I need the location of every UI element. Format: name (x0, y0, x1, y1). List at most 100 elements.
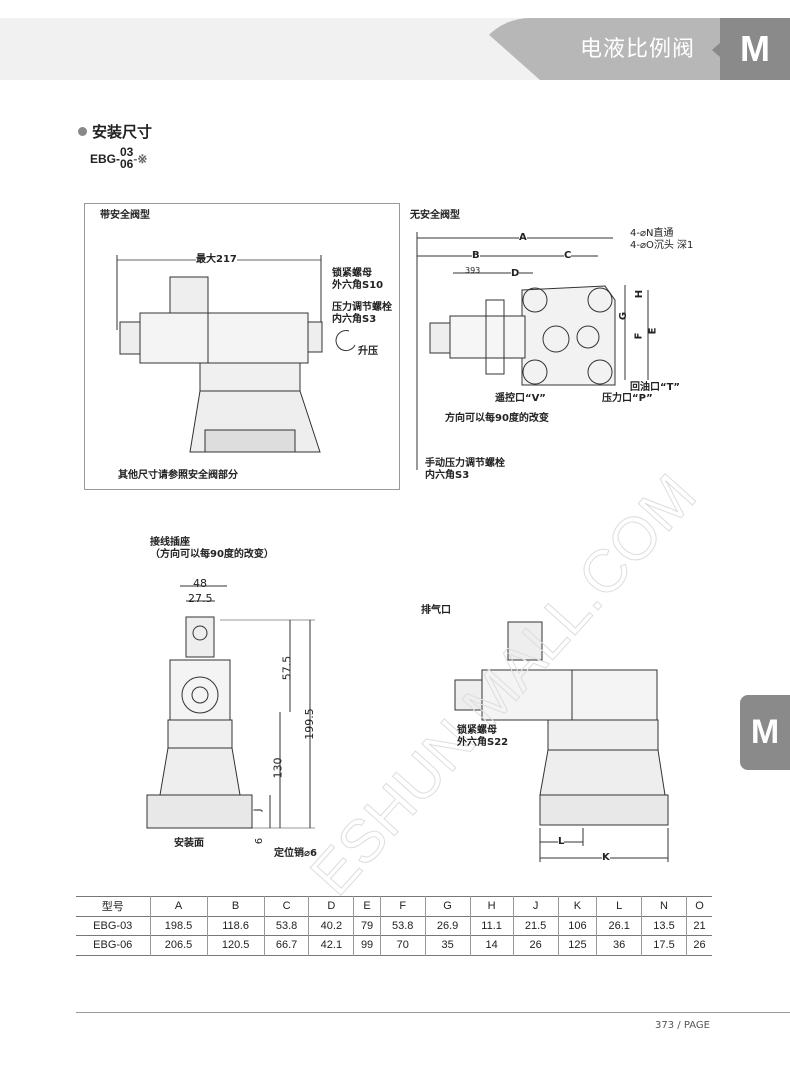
left-view-note: 其他尺寸请参照安全阀部分 (118, 470, 238, 481)
table-cell: 40.2 (308, 916, 354, 936)
table-cell: 79 (353, 916, 381, 936)
adj-bolt-line1: 压力调节螺栓 (332, 302, 392, 313)
table-header-cell: A (149, 896, 208, 916)
connector-label: 接线插座（方向可以每90度的改变） (150, 537, 274, 561)
dim-57-5: 57.5 (280, 655, 294, 681)
table-cell: 99 (353, 935, 381, 955)
side-lock-nut-line2: 外六角S22 (457, 737, 509, 748)
section-letter: M (720, 18, 790, 80)
table-header-cell: H (469, 896, 514, 916)
port-T-label: 回油口“T” (630, 382, 680, 393)
model-top: 03 (120, 145, 134, 159)
table-cell: 11.1 (469, 916, 514, 936)
manual-line2: 内六角S3 (425, 470, 470, 481)
right-view-title: 无安全阀型 (410, 210, 460, 221)
left-view-frame (84, 203, 400, 490)
table-cell: 206.5 (149, 935, 208, 955)
dim-B: B (472, 250, 480, 262)
model-prefix: EBG- (90, 152, 120, 166)
dim-6: 6 (254, 837, 266, 845)
table-cell: EBG-03 (93, 919, 133, 932)
table-header-cell: O (685, 896, 712, 916)
dim-G: G (618, 311, 630, 321)
table-header-cell: J (512, 896, 559, 916)
table-header-cell: L (596, 896, 642, 916)
table-cell: 198.5 (149, 916, 208, 936)
table-cell: 118.6 (206, 916, 265, 936)
table-header-cell: N (641, 896, 687, 916)
dim-130: 130 (271, 757, 285, 779)
table-header-cell: C (263, 896, 309, 916)
table-header-cell: B (206, 896, 265, 916)
table-cell: 53.8 (379, 916, 426, 936)
connector-line1: 接线插座 (150, 537, 190, 548)
table-header-cell: F (379, 896, 426, 916)
table-cell: 26 (685, 935, 712, 955)
dim-max-length: 最大217 (196, 254, 237, 266)
model-bottom: 06 (120, 157, 134, 171)
table-cell: 14 (469, 935, 514, 955)
section-heading: 安装尺寸 (78, 121, 152, 142)
table-cell: 21 (685, 916, 712, 936)
table-cell: 42.1 (308, 935, 354, 955)
dim-L: L (558, 836, 565, 848)
dim-D: D (511, 268, 520, 280)
dim-27-5: 27.5 (188, 592, 213, 605)
side-tab-letter: M (740, 695, 790, 770)
adj-bolt-line2: 内六角S3 (332, 314, 377, 325)
table-cell: 66.7 (263, 935, 309, 955)
table-cell: 21.5 (512, 916, 559, 936)
manual-line1: 手动压力调节螺栓 (425, 458, 505, 469)
valve-without-relief-drawing (416, 232, 649, 470)
vent-label: 排气口 (421, 605, 451, 616)
table-cell: 106 (557, 916, 597, 936)
lock-nut-line1: 锁紧螺母 (332, 268, 372, 279)
side-lock-nut-line1: 锁紧螺母 (457, 725, 497, 736)
table-cell: 26.9 (424, 916, 470, 936)
dim-F: F (633, 332, 645, 340)
table-header-cell: 型号 (101, 901, 124, 914)
dim-J: J (252, 808, 264, 812)
dim-H: H (634, 289, 646, 299)
locating-pin-label: 定位销⌀6 (274, 848, 317, 859)
dim-E: E (647, 327, 659, 335)
table-cell: 17.5 (641, 935, 687, 955)
table-header-cell: K (557, 896, 597, 916)
port-P-label: 压力口“P” (602, 393, 653, 404)
table-cell: 26 (512, 935, 559, 955)
footer-divider (76, 1012, 790, 1013)
lock-nut-label: 锁紧螺母外六角S10 (332, 268, 383, 292)
table-header-cell: G (424, 896, 470, 916)
port-V-label: 遥控口“V” (495, 393, 546, 404)
lock-nut-line2: 外六角S10 (332, 280, 384, 291)
dim-K: K (602, 852, 610, 864)
table-cell: 26.1 (596, 916, 642, 936)
table-header-cell: D (308, 896, 354, 916)
dim-C: C (564, 250, 572, 262)
mount-face-label: 安装面 (174, 838, 204, 849)
model-suffix: -※ (133, 152, 148, 166)
dim-A: A (519, 232, 527, 244)
table-cell: 53.8 (263, 916, 309, 936)
connector-line2: （方向可以每90度的改变） (150, 549, 274, 560)
valve-with-relief-drawing (116, 255, 356, 453)
manual-adjust-label: 手动压力调节螺栓内六角S3 (425, 458, 505, 482)
bullet-icon (78, 127, 87, 136)
side-lock-nut-label: 锁紧螺母外六角S22 (457, 725, 508, 749)
table-cell: 125 (557, 935, 597, 955)
table-cell: 13.5 (641, 916, 687, 936)
dim-199-5: 199.5 (302, 708, 316, 740)
page-number: 373 / PAGE (655, 1020, 710, 1031)
table-cell: 120.5 (206, 935, 265, 955)
dim-48: 48 (193, 577, 207, 590)
left-view-title: 带安全阀型 (100, 210, 150, 221)
holes-line1: 4-⌀N直通 (630, 228, 674, 239)
front-view-drawing (146, 585, 315, 829)
table-cell: 70 (379, 935, 426, 955)
